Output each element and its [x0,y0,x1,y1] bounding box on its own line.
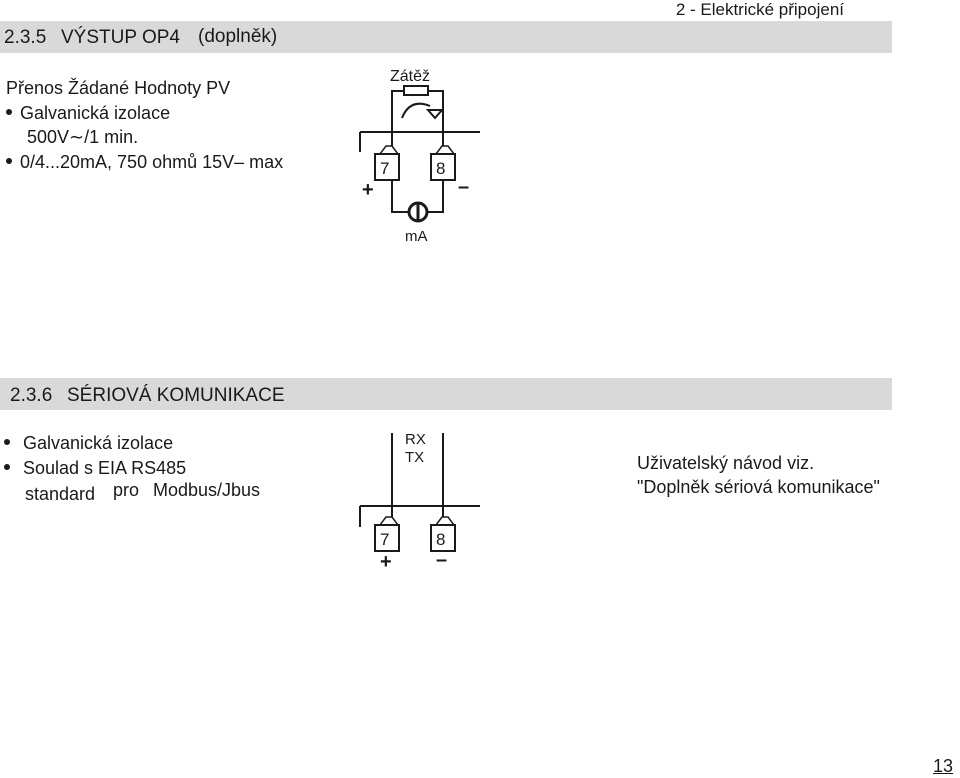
meter-wire-right [427,180,444,213]
serial-wiring-diagram: RX TX 7 8 + – [359,431,480,573]
terminal-7 [374,153,400,181]
meter-label: mA [405,228,428,245]
terminal-7-label: 7 [380,530,389,549]
section1-bullet-1: Galvanická izolace [6,101,170,125]
bullet-text: Soulad s EIA RS485 [23,458,187,478]
section1-bullet-2: 0/4...20mA, 750 ohmů 15V– max [6,150,283,174]
section-title: SÉRIOVÁ KOMUNIKACE [67,385,285,406]
rx-label: RX [405,431,426,448]
section1-bullet-1-continued: 500V∼/1 min. [27,127,139,147]
terminal-7 [374,524,400,552]
terminal-cap [434,516,456,526]
load-wire [391,90,444,154]
page-number: 13 [933,756,954,776]
bullet-text: Galvanická izolace [20,103,171,123]
section2-bullet-2-continued-b: pro [113,480,140,500]
section2-bullet-2-continued-a: standard [25,484,96,504]
resistor-icon [403,85,429,96]
load-label: Zátěž [390,68,430,85]
bullet-text: Galvanická izolace [23,433,174,453]
section-note: (doplněk) [198,26,278,47]
section-number: 2.3.6 [10,385,53,406]
manual-reference-line-2: "Doplněk sériová komunikace" [637,477,880,497]
terminal-8-label: 8 [436,530,445,549]
arrowhead-icon [425,109,445,120]
terminal-8-label: 8 [436,159,445,178]
terminal-7-label: 7 [380,159,389,178]
terminal-cap [378,145,400,155]
bullet-dot [4,464,10,471]
plus-sign: + [362,179,374,201]
section1-heading: Přenos Žádané Hodnoty PV [6,78,231,98]
section-bar-op4: 2.3.5 VÝSTUP OP4 (doplněk) [0,21,892,53]
minus-sign: – [436,549,447,571]
chapter-title: 2 - Elektrické připojení [675,0,844,19]
meter-wire-left [391,180,409,213]
curved-arrow-icon [401,102,431,119]
section2-bullet-2: Soulad s EIA RS485 [4,456,186,480]
section2-bullet-2-continued-c: Modbus/Jbus [153,480,261,500]
section-title: VÝSTUP OP4 [61,27,180,48]
manual-reference-line-1: Uživatelský návod viz. [637,453,815,473]
section-number: 2.3.5 [4,27,47,48]
terminal-8 [430,153,456,181]
bullet-dot [6,109,12,116]
minus-sign: – [458,176,469,198]
tx-label: TX [405,449,424,466]
bullet-dot [6,158,12,165]
terminal-cap [378,516,400,526]
op4-wiring-diagram: Zátěž 7 8 + – mA [359,68,480,245]
bullet-text: 0/4...20mA, 750 ohmů 15V– max [20,152,284,172]
bullet-dot [4,439,10,446]
section2-bullet-1: Galvanická izolace [4,431,173,455]
terminal-8 [430,524,456,552]
plus-sign: + [380,551,392,573]
terminal-cap [434,145,456,155]
section-bar-serial: 2.3.6 SÉRIOVÁ KOMUNIKACE [0,378,892,410]
